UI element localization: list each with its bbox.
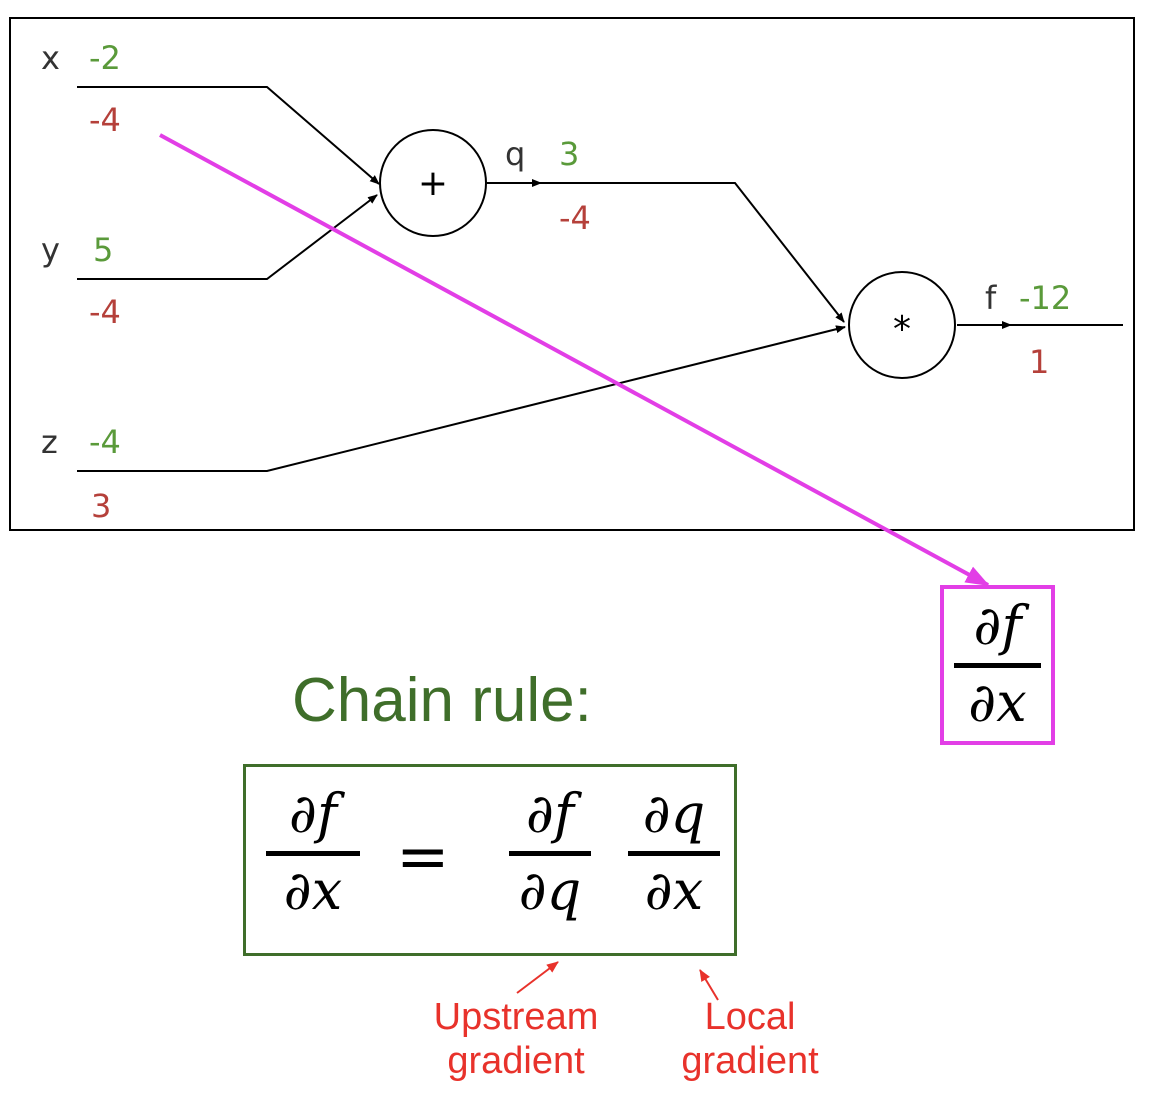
node-f-label: f [985,279,997,317]
node-f-grad: 1 [1029,343,1049,381]
lhs-denominator: ∂x [283,859,343,922]
local-fraction: ∂q ∂x [628,787,720,918]
node-x-value: -2 [89,39,121,77]
node-y-value: 5 [93,231,113,269]
upstream-gradient-note: Upstream gradient [418,995,614,1083]
equals-sign: = [396,820,450,894]
node-q-grad: -4 [559,199,591,237]
upstream-pointer-arrow [516,961,559,994]
node-f-value: -12 [1019,279,1071,317]
chain-rule-equation: ∂f ∂x = ∂f ∂q ∂q ∂x [243,764,737,956]
node-z-label: z [41,423,58,461]
wire-y [77,194,378,280]
computational-graph: + * x -2 -4 y 5 -4 z -4 3 q 3 -4 f -12 1 [9,17,1135,531]
highlight-fraction-bar [954,663,1041,668]
node-z-value: -4 [89,423,121,461]
node-x-label: x [41,39,60,77]
highlight-fraction: ∂f ∂x [954,599,1041,730]
lhs-fraction-bar [266,851,360,856]
graph-canvas: + * x -2 -4 y 5 -4 z -4 3 q 3 -4 f -12 1 [41,39,1123,525]
wire-z [77,325,846,472]
wire-x [77,86,380,185]
lhs-fraction: ∂f ∂x [266,787,360,918]
add-gate-symbol: + [418,163,448,204]
chain-rule-title: Chain rule: [292,666,592,735]
node-x-grad: -4 [89,101,121,139]
upstream-denominator: ∂q [518,859,582,922]
highlight-denominator: ∂x [968,671,1027,734]
local-gradient-text: Local gradient [681,996,819,1082]
node-y-grad: -4 [89,293,121,331]
upstream-fraction-bar [509,851,591,856]
local-gradient-note: Local gradient [660,995,840,1083]
upstream-fraction: ∂f ∂q [509,787,591,918]
highlight-derivative-box: ∂f ∂x [940,585,1055,745]
upstream-gradient-text: Upstream gradient [433,996,599,1082]
local-denominator: ∂x [644,859,704,922]
node-q-value: 3 [559,135,579,173]
node-q-label: q [505,135,525,173]
highlight-numerator: ∂f [973,594,1022,657]
node-z-grad: 3 [91,487,111,525]
mul-gate-symbol: * [893,309,911,350]
local-numerator: ∂q [642,782,706,845]
upstream-numerator: ∂f [526,782,574,845]
local-fraction-bar [628,851,720,856]
node-y-label: y [41,231,60,269]
lhs-numerator: ∂f [289,782,337,845]
